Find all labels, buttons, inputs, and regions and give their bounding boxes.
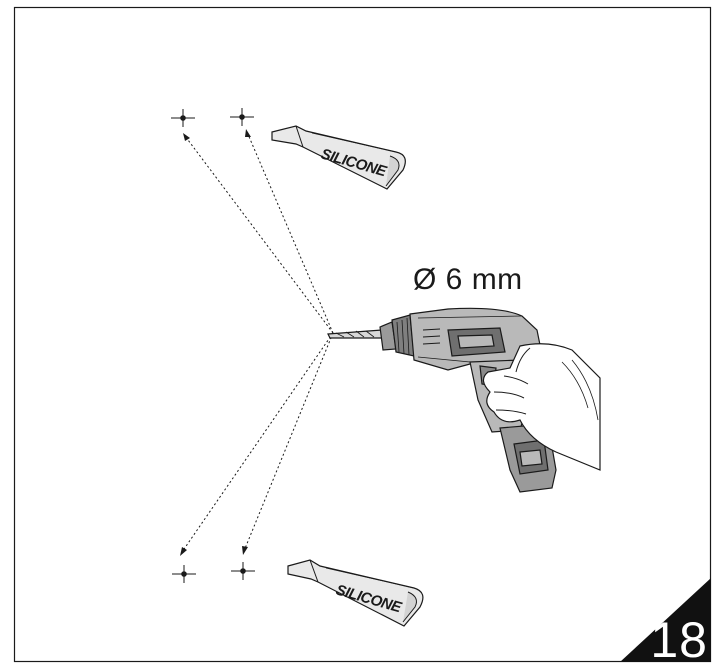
step-corner-triangle [620,578,711,662]
crosshair-mark-icon [172,565,196,583]
arrowhead-bottom-left [180,547,187,556]
guide-line-top-left [184,135,334,334]
step-number: 18 [650,612,708,668]
arrowhead-bottom-right [242,546,248,555]
crosshair-mark-icon [230,108,254,126]
guide-line-bottom-left [181,332,334,553]
guide-line-bottom-right [243,332,334,552]
crosshair-mark-icon [171,109,195,127]
guide-arrowheads [180,129,251,556]
arrowhead-top-left [183,133,190,141]
arrowhead-top-right [245,129,251,137]
silicone-tube-icon: SILICONE [287,559,424,627]
drill-guide-lines [181,131,334,553]
silicone-tube-icon: SILICONE [271,125,406,190]
drill-marks [171,108,255,583]
drill-icon [327,307,557,493]
drill-bit-size-label: Ø 6 mm [413,263,523,296]
glove-hand-icon [482,343,601,471]
crosshair-mark-icon [231,562,255,580]
guide-line-top-right [246,131,334,334]
page-frame [13,6,712,663]
